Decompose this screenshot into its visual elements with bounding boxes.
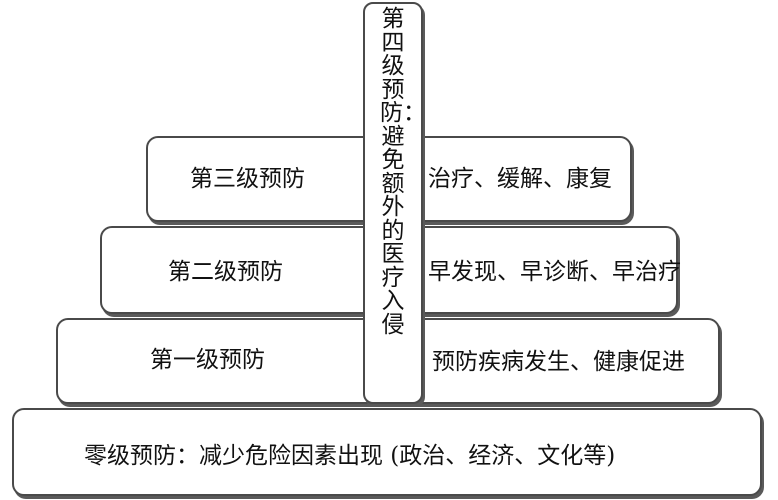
level1-desc: 预防疾病发生、健康促进 bbox=[432, 349, 685, 375]
level0-text: 零级预防：减少危险因素出现 (政治、经济、文化等) bbox=[84, 443, 616, 469]
level0-box: 零级预防：减少危险因素出现 (政治、经济、文化等) bbox=[12, 408, 762, 496]
level2-name: 第二级预防 bbox=[168, 259, 283, 285]
level3-name: 第三级预防 bbox=[190, 166, 305, 192]
level4-text: 第四级预防：避免额外的医疗入侵 bbox=[380, 6, 426, 338]
level4-column: 第四级预防：避免额外的医疗入侵 bbox=[363, 2, 426, 404]
level2-desc: 早发现、早诊断、早治疗 bbox=[428, 259, 681, 285]
level1-name: 第一级预防 bbox=[150, 347, 265, 373]
level3-desc: 治疗、缓解、康复 bbox=[428, 166, 612, 192]
